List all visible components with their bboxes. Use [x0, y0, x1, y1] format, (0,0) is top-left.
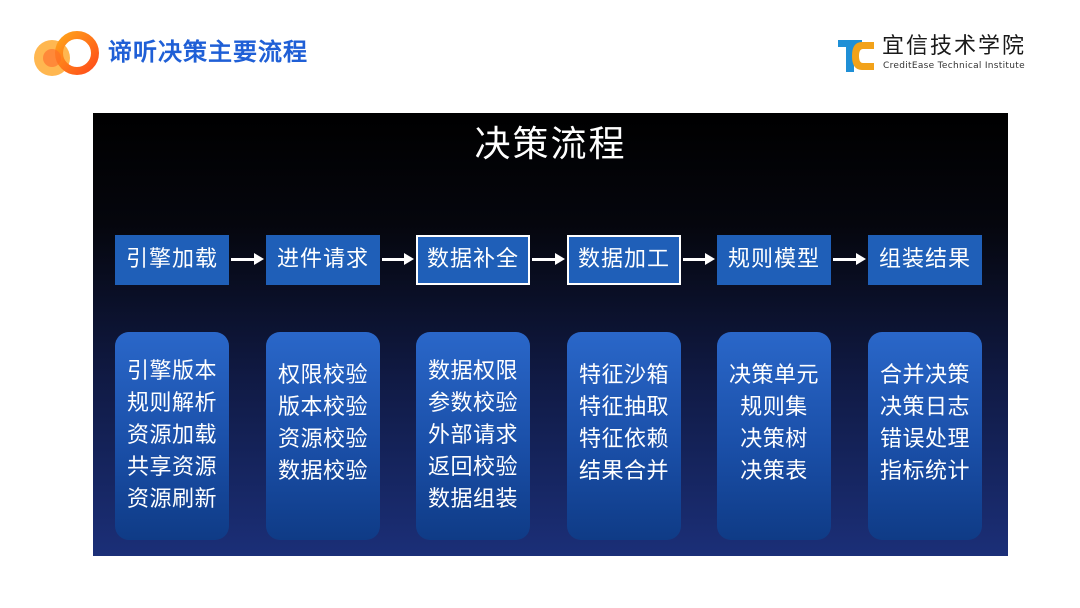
card-item: 数据组装 — [427, 487, 518, 512]
card-item: 特征抽取 — [578, 395, 669, 420]
step-intake-request: 进件请求 — [266, 235, 380, 285]
card-item: 特征依赖 — [578, 427, 669, 452]
card-intake-request: 权限校验 版本校验 资源校验 数据校验 — [266, 332, 380, 540]
card-item: 数据权限 — [427, 359, 518, 384]
tc-logo-icon — [838, 40, 874, 72]
card-item: 规则解析 — [126, 391, 217, 416]
step-rule-model: 规则模型 — [717, 235, 831, 285]
arrow-right-icon — [231, 253, 264, 265]
step-assemble-result: 组装结果 — [868, 235, 982, 285]
card-engine-load: 引擎版本 规则解析 资源加载 共享资源 资源刷新 — [115, 332, 229, 540]
card-item: 决策单元 — [728, 363, 819, 388]
arrow-right-icon — [683, 253, 715, 265]
page-title: 谛听决策主要流程 — [108, 38, 308, 66]
card-item: 决策表 — [740, 459, 808, 484]
card-item: 引擎版本 — [126, 359, 217, 384]
card-item: 返回校验 — [427, 455, 518, 480]
card-data-processing: 特征沙箱 特征抽取 特征依赖 结果合并 — [567, 332, 681, 540]
step-data-completion: 数据补全 — [416, 235, 530, 285]
card-item: 指标统计 — [879, 459, 970, 484]
card-rule-model: 决策单元 规则集 决策树 决策表 — [717, 332, 831, 540]
card-item: 数据校验 — [277, 459, 368, 484]
card-item: 结果合并 — [578, 459, 669, 484]
arrow-right-icon — [382, 253, 414, 265]
card-item: 规则集 — [740, 395, 808, 420]
step-data-processing: 数据加工 — [567, 235, 681, 285]
card-item: 版本校验 — [277, 395, 368, 420]
card-item: 外部请求 — [427, 423, 518, 448]
institute-brand: 宜信技术学院 CreditEase Technical Institute — [836, 34, 1036, 78]
card-assemble-result: 合并决策 决策日志 错误处理 指标统计 — [868, 332, 982, 540]
arrow-right-icon — [532, 253, 565, 265]
card-item: 共享资源 — [126, 455, 217, 480]
card-item: 错误处理 — [879, 427, 970, 452]
card-item: 决策树 — [740, 427, 808, 452]
step-engine-load: 引擎加载 — [115, 235, 229, 285]
card-item: 合并决策 — [879, 363, 970, 388]
card-item: 决策日志 — [879, 395, 970, 420]
brand-name: 宜信技术学院 — [882, 34, 1027, 59]
card-data-completion: 数据权限 参数校验 外部请求 返回校验 数据组装 — [416, 332, 530, 540]
card-item: 资源加载 — [126, 423, 217, 448]
slide-title: 决策流程 — [474, 124, 627, 165]
card-item: 参数校验 — [427, 391, 518, 416]
card-item: 资源刷新 — [126, 487, 217, 512]
brand-subtitle: CreditEase Technical Institute — [883, 61, 1025, 71]
arrow-right-icon — [833, 253, 866, 265]
card-item: 资源校验 — [277, 427, 368, 452]
card-item: 权限校验 — [277, 363, 368, 388]
flow-slide: 决策流程 引擎加载 进件请求 数据补全 数据加工 规则模型 组装结果 引擎版本 … — [93, 113, 1008, 556]
brand-ring-logo — [34, 31, 99, 76]
card-item: 特征沙箱 — [578, 363, 669, 388]
